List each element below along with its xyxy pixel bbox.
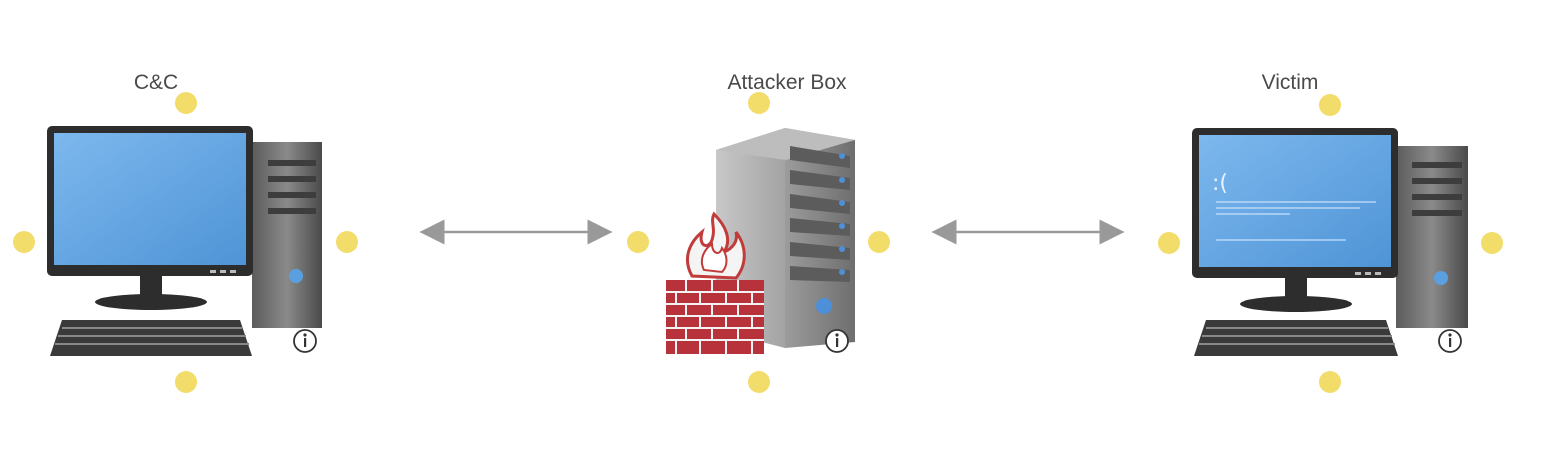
- keyboard-icon: [1194, 320, 1398, 356]
- info-icon[interactable]: [1438, 329, 1462, 353]
- keyboard-icon: [50, 320, 252, 356]
- monitor-screen: [54, 133, 246, 265]
- connection-point-left[interactable]: [13, 231, 35, 253]
- connection-point-right[interactable]: [336, 231, 358, 253]
- sad-face-text: :(: [1212, 171, 1228, 196]
- node-cc[interactable]: [13, 92, 358, 393]
- connection-point-bottom[interactable]: [748, 371, 770, 393]
- node-victim[interactable]: :(: [1158, 94, 1503, 393]
- connection-point-top[interactable]: [175, 92, 197, 114]
- info-icon[interactable]: [825, 329, 849, 353]
- desktop-tower-icon: [1396, 146, 1468, 328]
- connection-point-bottom[interactable]: [1319, 371, 1341, 393]
- monitor-icon: :(: [1192, 128, 1398, 312]
- connection-point-left[interactable]: [1158, 232, 1180, 254]
- connection-point-left[interactable]: [627, 231, 649, 253]
- node-label-attacker-box: Attacker Box: [727, 71, 847, 94]
- connection-point-right[interactable]: [1481, 232, 1503, 254]
- blue-screen: [1199, 135, 1391, 267]
- info-icon[interactable]: [293, 329, 317, 353]
- desktop-tower-icon: [252, 142, 322, 328]
- connection-point-bottom[interactable]: [175, 371, 197, 393]
- node-label-victim: Victim: [1261, 71, 1319, 94]
- monitor-icon: [47, 126, 253, 310]
- connection-point-top[interactable]: [1319, 94, 1341, 116]
- connection-point-right[interactable]: [868, 231, 890, 253]
- firewall-icon: [666, 211, 764, 354]
- connection-point-top[interactable]: [748, 92, 770, 114]
- node-attacker-box[interactable]: [627, 92, 890, 393]
- node-label-cc: C&C: [133, 71, 179, 94]
